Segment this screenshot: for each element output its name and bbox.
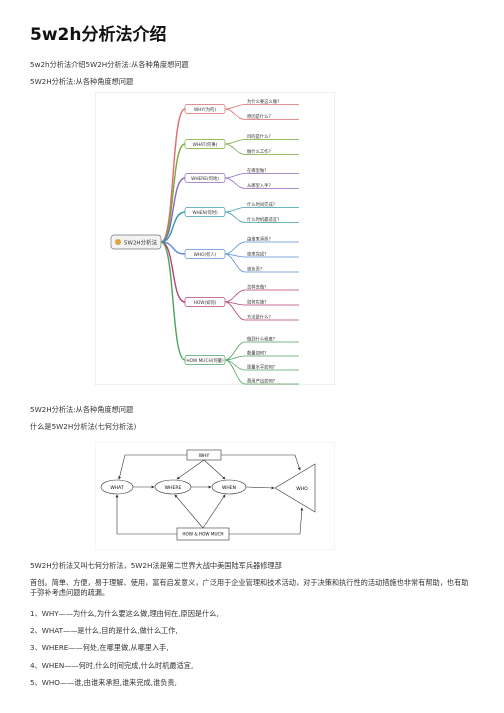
mindmap-center-icon	[115, 239, 121, 245]
mindmap-figure: WHY(为何) 为什么要这么做? 原因是什么? WHAT(何事) 目的是什么? 做什么工作…	[95, 92, 335, 385]
mindmap-branch-label: HOW MUCH(何量)	[186, 357, 224, 364]
page-title: 5w2h分析法介绍	[30, 25, 167, 45]
mindmap-leaf-line	[224, 341, 299, 361]
flow-when-label: WHEN	[222, 485, 236, 491]
flow-diagram: WHY WHAT WHERE WHEN WHO HOW & HOW MUCH	[95, 442, 335, 550]
mindmap-branch-label: WHAT(何事)	[193, 141, 218, 148]
mindmap-leaf-label: 为什么要这么做?	[247, 98, 279, 105]
mindmap-leaf-label: 目的是什么?	[247, 133, 271, 140]
mindmap-leaf-label: 费用产出如何?	[247, 378, 275, 385]
mindmap-leaf-label: 谁负责?	[247, 266, 262, 273]
mindmap-branch-node	[184, 173, 226, 183]
flow-who-label: WHO	[296, 486, 308, 492]
list-item: 4、WHEN——何时,什么时间完成,什么时机最适宜,	[30, 661, 194, 670]
list-item: 1、WHY——为什么,为什么要这么做,理由何在,原因是什么,	[30, 609, 219, 618]
list-item: 3、WHERE——何处,在哪里做,从哪里入手,	[30, 643, 169, 652]
intro-line-2: 5W2H分析法:从各种角度想问题	[30, 77, 134, 86]
mindmap-leaf-label: 从哪里入手?	[247, 182, 271, 189]
mindmap-leaf-label: 原因是什么?	[247, 113, 271, 120]
mindmap-leaf-label: 数量如何?	[247, 350, 266, 357]
mindmap-branch-label: WHY(为何)	[194, 106, 216, 113]
mindmap-leaf-label: 由谁来承担?	[247, 236, 271, 243]
mindmap-branch-node	[184, 249, 226, 259]
mindmap-leaf-label: 什么时间完成?	[247, 201, 275, 208]
mindmap-leaf-line	[224, 301, 299, 321]
list-item: 5、WHO——谁,由谁来承担,谁来完成,谁负责,	[30, 678, 177, 687]
mindmap-leaf-line	[224, 108, 299, 120]
flow-how-label: HOW & HOW MUCH	[182, 532, 223, 537]
caption-mindmap: 5W2H分析法:从各种角度想问题	[30, 405, 134, 414]
mindmap-branch-line	[160, 108, 186, 243]
mindmap-leaf-line	[224, 359, 299, 385]
flow-what-label: WHAT	[110, 485, 124, 491]
mindmap-branch-node	[184, 297, 226, 307]
mindmap-branch-label: HOW(如何)	[194, 299, 217, 306]
flow-where-label: WHERE	[165, 485, 182, 491]
mindmap-leaf-line	[224, 177, 299, 189]
mindmap-leaf-label: 在哪里做?	[247, 167, 266, 174]
list-item: 2、WHAT——是什么,目的是什么,做什么工作,	[30, 626, 178, 635]
mindmap-branch-node	[184, 139, 226, 149]
mindmap-center-node	[110, 234, 162, 250]
mindmap-branch-node	[184, 355, 226, 365]
mindmap-leaf-label: 做什么工作?	[247, 148, 271, 155]
mindmap-branch-label: WHEN(何时)	[192, 209, 218, 216]
mindmap-leaf-line	[224, 355, 299, 361]
mindmap-leaf-line	[224, 253, 299, 258]
mindmap-branch-line	[160, 177, 186, 243]
mindmap-branch-node	[184, 104, 226, 114]
paragraph-origin: 5W2H分析法又叫七何分析法，5W2H法是第二世界大战中美国陆军兵器修理部	[30, 561, 282, 570]
mindmap-branch-line	[160, 211, 186, 243]
mindmap-branch-line	[160, 241, 186, 361]
flow-who-node	[274, 463, 316, 513]
mindmap-leaf-label: 做到什么程度?	[247, 336, 275, 343]
mindmap-branch-label: WHO(何人)	[194, 251, 217, 258]
mindmap-leaf-label: 质量水平如何?	[247, 364, 275, 371]
mindmap-leaf-line	[224, 241, 299, 255]
mindmap-leaf-line	[224, 139, 299, 145]
mindmap-leaf-line	[224, 207, 299, 213]
mindmap-branch-line	[160, 241, 186, 303]
mindmap-branch-node	[184, 207, 226, 217]
mindmap-leaf-line	[224, 173, 299, 179]
mindmap-leaf-label: 什么时机最适宜?	[247, 216, 279, 223]
mindmap-leaf-line	[224, 253, 299, 273]
flow-connectors	[115, 454, 304, 535]
mindmap-branch-line	[160, 143, 186, 243]
mindmap-leaf-label: 谁来完成?	[247, 251, 266, 258]
mindmap-center-label: 5W2H分析法	[124, 239, 158, 247]
mindmap-leaf-line	[224, 104, 299, 110]
mindmap-leaf-label: 方法是什么?	[247, 314, 271, 321]
mindmap-leaf-line	[224, 289, 299, 303]
intro-line-1: 5w2h分析法介绍5W2H分析法:从各种角度想问题	[30, 60, 189, 69]
mindmap-leaf-label: 怎样去做?	[247, 284, 266, 291]
paragraph-description: 首创。简单、方便，易于理解、使用，富有启发意义，广泛用于企业管理和技术活动，对于…	[30, 578, 469, 597]
mindmap-leaf-line	[224, 301, 299, 306]
mindmap-leaf-line	[224, 211, 299, 223]
flow-why-label: WHY	[199, 453, 210, 459]
mindmap-branch-label: WHERE(何地)	[191, 175, 219, 182]
mindmap-leaf-line	[224, 143, 299, 155]
caption-what-is: 什么是5W2H分析法(七何分析法)	[30, 422, 137, 431]
mindmap-leaf-label: 如何实施?	[247, 299, 266, 306]
